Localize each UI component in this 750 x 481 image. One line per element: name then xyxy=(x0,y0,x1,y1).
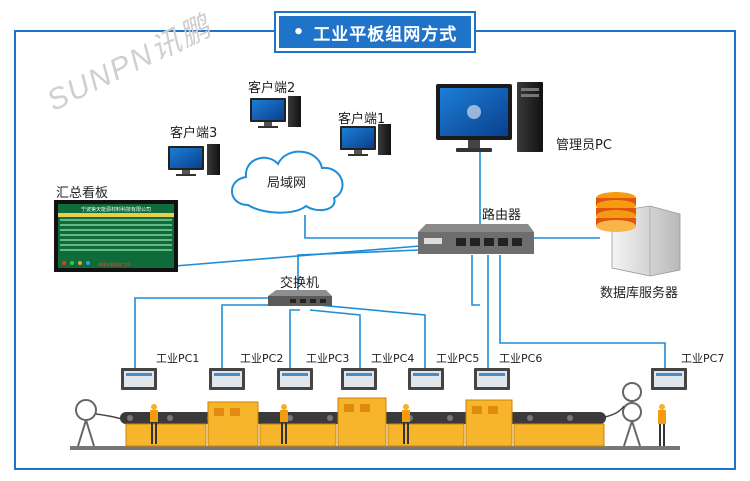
label-router: 路由器 xyxy=(482,208,522,223)
label-admin-pc: 管理员PC xyxy=(556,138,612,153)
dashboard-title-text: 宁波第天能源材料科技有限公司 xyxy=(80,207,151,213)
industrial-pc-7 xyxy=(651,368,687,390)
label-industrial-pc-6: 工业PC6 xyxy=(499,352,543,365)
label-switch: 交换机 xyxy=(280,276,320,291)
production-line xyxy=(70,382,680,450)
client-computer-3 xyxy=(168,144,220,176)
label-industrial-pc-2: 工业PC2 xyxy=(240,352,284,365)
industrial-pc-4 xyxy=(341,368,377,390)
title-bullet: • xyxy=(292,21,306,43)
industrial-pc-1 xyxy=(121,368,157,390)
label-client3: 客户端3 xyxy=(170,126,218,141)
workers xyxy=(150,404,666,446)
label-db-server: 数据库服务器 xyxy=(600,286,679,301)
label-dashboard: 汇总看板 xyxy=(56,186,109,201)
network-links xyxy=(134,150,666,372)
label-industrial-pc-1: 工业PC1 xyxy=(156,352,200,365)
label-lan: 局域网 xyxy=(267,176,307,191)
label-industrial-pc-4: 工业PC4 xyxy=(371,352,415,365)
switch xyxy=(268,290,332,306)
industrial-pc-6 xyxy=(474,368,510,390)
lan-cloud xyxy=(231,150,344,214)
diagram-title-text: 工业平板组网方式 xyxy=(313,24,458,45)
label-industrial-pc-5: 工业PC5 xyxy=(436,352,480,365)
database-server xyxy=(596,192,681,277)
admin-pc xyxy=(436,82,543,152)
diagram-title: • 工业平板组网方式 xyxy=(276,13,474,51)
industrial-pc-5 xyxy=(408,368,444,390)
label-client1: 客户端1 xyxy=(338,112,386,127)
label-industrial-pc-3: 工业PC3 xyxy=(306,352,350,365)
industrial-pc-2 xyxy=(209,368,245,390)
client-computer-2 xyxy=(250,96,301,128)
industrial-pc-3 xyxy=(277,368,313,390)
router xyxy=(418,224,534,254)
label-client2: 客户端2 xyxy=(248,81,296,96)
dashboard-board xyxy=(54,200,178,272)
label-industrial-pc-7: 工业PC7 xyxy=(681,352,725,365)
client-computer-1 xyxy=(340,124,391,156)
dashboard-warning-text: 欢迎光临指导工作 xyxy=(98,262,130,267)
